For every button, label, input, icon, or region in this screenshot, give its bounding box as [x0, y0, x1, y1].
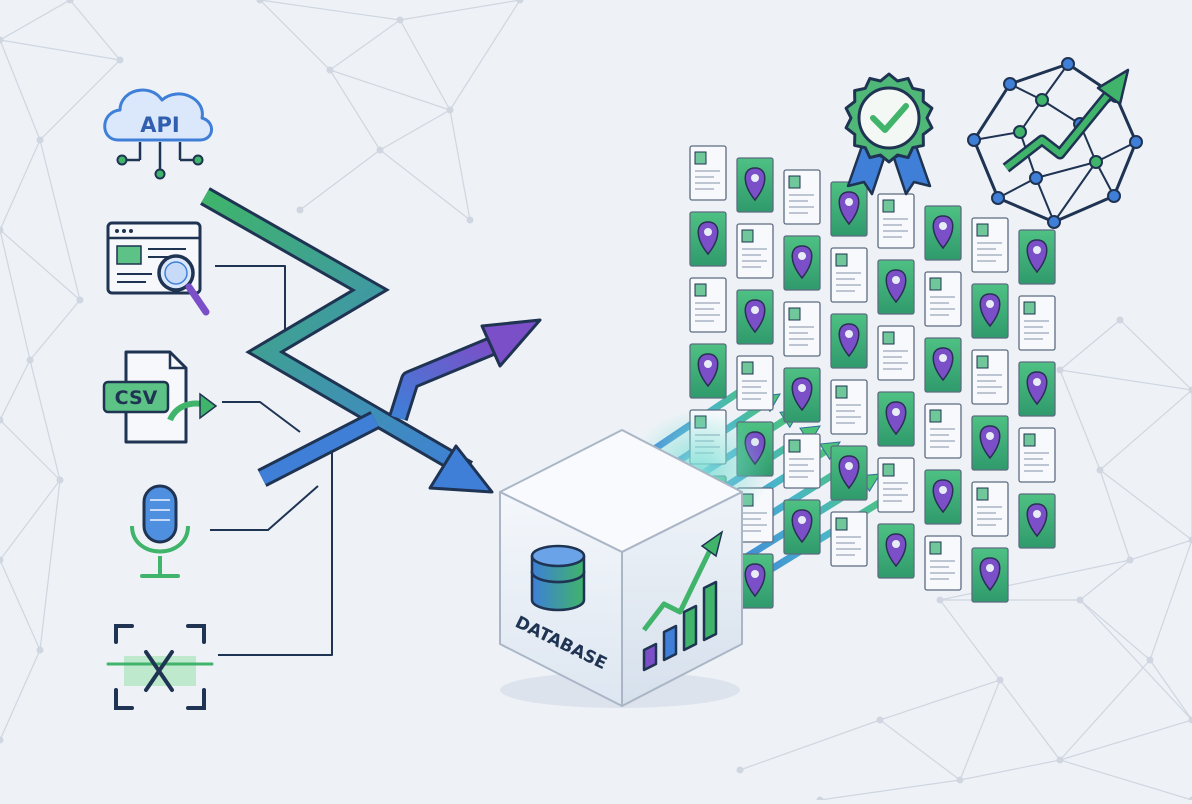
profile-record-card [925, 536, 961, 590]
profile-record-card [784, 302, 820, 356]
location-pin-card [784, 500, 820, 554]
location-pin-card [878, 524, 914, 578]
avatar-icon [742, 230, 753, 242]
avatar-icon [695, 284, 706, 296]
avatar-icon [977, 224, 988, 236]
profile-record-card [690, 278, 726, 332]
avatar-icon [930, 278, 941, 290]
profile-record-card [925, 404, 961, 458]
scan-document-icon [108, 626, 212, 708]
csv-file-icon: CSV [104, 352, 216, 442]
avatar-icon [883, 200, 894, 212]
location-pin-card [878, 260, 914, 314]
profile-record-card [831, 380, 867, 434]
avatar-icon [695, 152, 706, 164]
avatar-icon [977, 488, 988, 500]
avatar-icon [742, 362, 753, 374]
avatar-icon [930, 410, 941, 422]
profile-record-card [784, 434, 820, 488]
location-pin-card [878, 392, 914, 446]
profile-record-card [737, 224, 773, 278]
location-pin-card [1019, 230, 1055, 284]
profile-record-card [972, 218, 1008, 272]
location-pin-card [972, 548, 1008, 602]
profile-record-card [925, 272, 961, 326]
verified-award-icon [846, 74, 932, 194]
profile-record-card [972, 350, 1008, 404]
avatar-icon [1024, 302, 1035, 314]
avatar-icon [836, 518, 847, 530]
avatar-icon [836, 254, 847, 266]
location-pin-card [737, 158, 773, 212]
profile-record-card [690, 146, 726, 200]
api-cloud-icon: API [105, 90, 212, 179]
profile-record-card [784, 170, 820, 224]
profile-record-card [878, 326, 914, 380]
network-growth-icon [968, 58, 1142, 228]
record-card-grid [690, 146, 1055, 608]
profile-record-card [878, 194, 914, 248]
location-pin-card [690, 344, 726, 398]
location-pin-card [831, 314, 867, 368]
location-pin-card [784, 236, 820, 290]
profile-record-card [831, 248, 867, 302]
avatar-icon [930, 542, 941, 554]
profile-record-card [1019, 428, 1055, 482]
profile-record-card [972, 482, 1008, 536]
avatar-icon [977, 356, 988, 368]
purple-branch-arrow [398, 320, 540, 418]
csv-label: CSV [115, 387, 158, 409]
location-pin-card [925, 338, 961, 392]
location-pin-card [737, 290, 773, 344]
location-pin-card [972, 284, 1008, 338]
profile-record-card [878, 458, 914, 512]
avatar-icon [789, 440, 800, 452]
location-pin-card [784, 368, 820, 422]
avatar-icon [1024, 434, 1035, 446]
blue-stream-arrow [262, 420, 492, 492]
web-search-icon [108, 223, 206, 312]
avatar-icon [836, 386, 847, 398]
location-pin-card [972, 416, 1008, 470]
location-pin-card [831, 446, 867, 500]
avatar-icon [883, 464, 894, 476]
location-pin-card [925, 470, 961, 524]
avatar-icon [883, 332, 894, 344]
location-pin-card [925, 206, 961, 260]
location-pin-card [1019, 362, 1055, 416]
database-cube-icon: DATABASE [500, 410, 770, 708]
location-pin-card [690, 212, 726, 266]
microphone-icon [132, 486, 188, 576]
avatar-icon [789, 308, 800, 320]
profile-record-card [737, 356, 773, 410]
profile-record-card [831, 512, 867, 566]
avatar-icon [789, 176, 800, 188]
location-pin-card [831, 182, 867, 236]
profile-record-card [1019, 296, 1055, 350]
api-label: API [140, 113, 179, 137]
location-pin-card [1019, 494, 1055, 548]
